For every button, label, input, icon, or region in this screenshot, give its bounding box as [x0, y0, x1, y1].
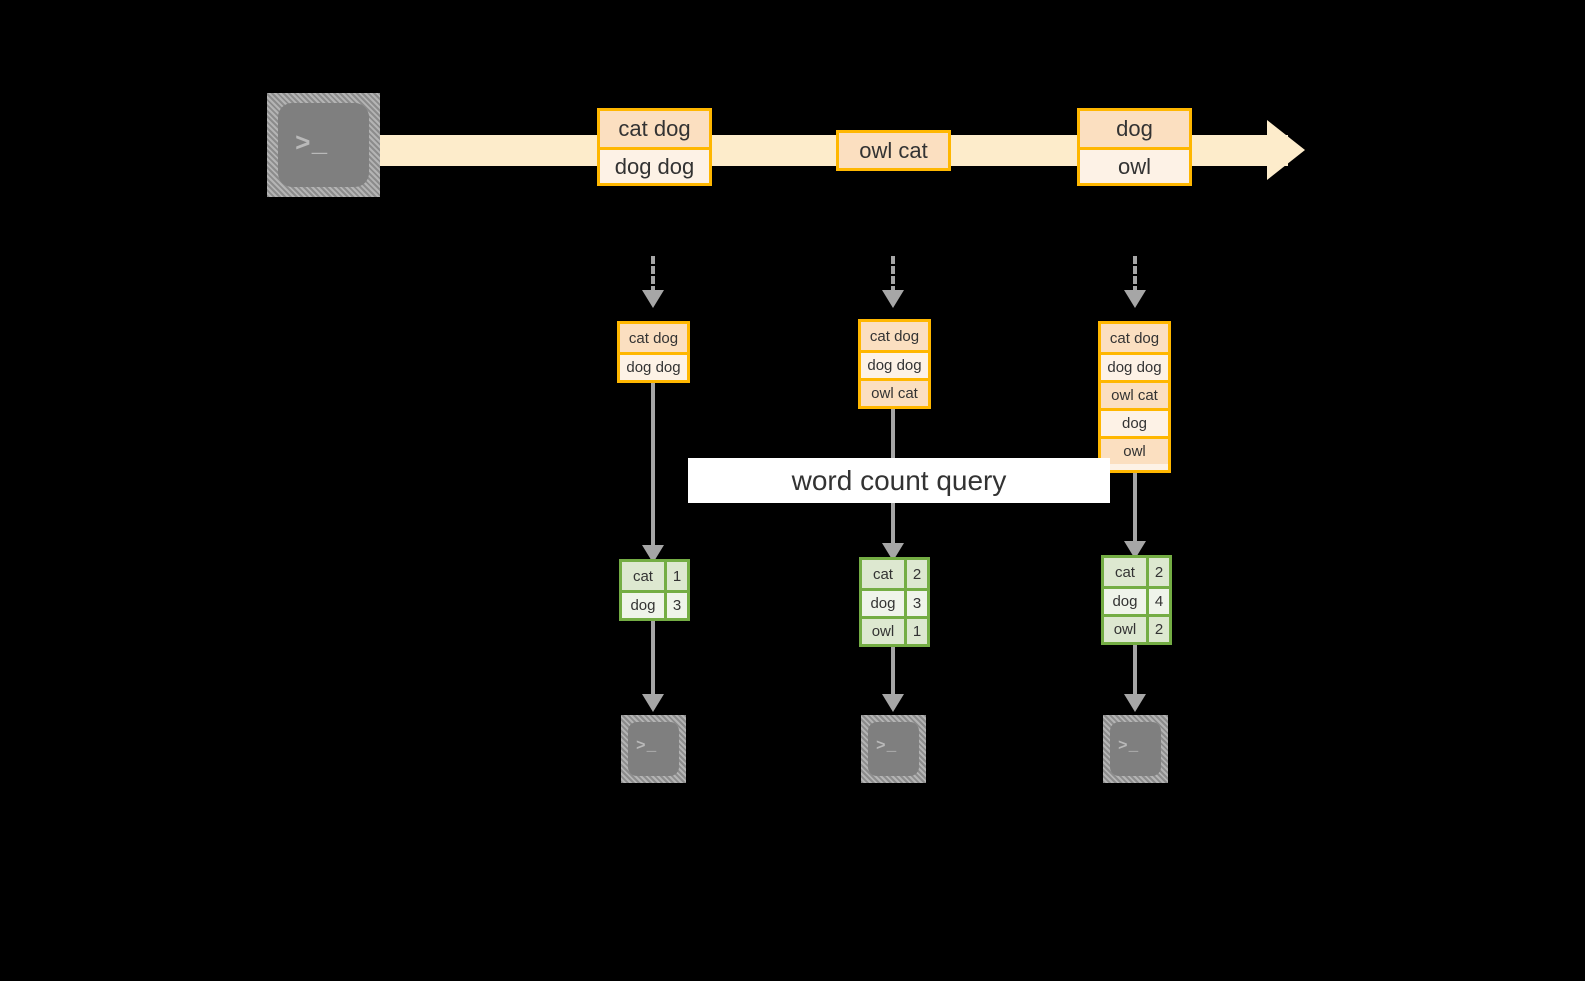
word-cell: owl	[862, 619, 904, 644]
word-counts-stage-3[interactable]: cat 2 dog 4 owl 2	[1101, 555, 1172, 645]
stream-to-state-connector	[651, 256, 655, 294]
count-cell: 2	[1145, 617, 1169, 642]
stream-record-line: dog	[1080, 111, 1189, 147]
stream-to-state-connector	[1133, 256, 1137, 294]
terminal-prompt-icon: >_	[1118, 737, 1140, 755]
stream-record-line: cat dog	[600, 111, 709, 147]
word-cell: dog	[862, 591, 904, 616]
accumulated-record-line: dog	[1101, 408, 1168, 436]
counts-to-sink-connector	[891, 647, 895, 699]
word-cell: dog	[622, 593, 664, 618]
word-cell: dog	[1104, 589, 1146, 614]
stream-to-state-arrowhead	[882, 290, 904, 308]
sink-terminal-stage-1[interactable]: >_	[621, 715, 686, 783]
word-count-row: dog 3	[622, 590, 687, 618]
word-count-row: dog 3	[862, 588, 927, 616]
stream-record-line: dog dog	[600, 147, 709, 183]
stream-record-batch-2[interactable]: owl cat	[836, 130, 951, 171]
stream-to-state-connector	[891, 256, 895, 294]
word-counts-stage-2[interactable]: cat 2 dog 3 owl 1	[859, 557, 930, 647]
accumulated-record-line: cat dog	[1101, 324, 1168, 352]
word-count-row: cat 1	[622, 562, 687, 590]
word-cell: cat	[1104, 558, 1146, 586]
word-cell: cat	[622, 562, 664, 590]
sink-terminal-stage-2[interactable]: >_	[861, 715, 926, 783]
accumulated-records-stage-2[interactable]: cat dog dog dog owl cat	[858, 319, 931, 409]
terminal-prompt-icon: >_	[295, 129, 329, 159]
state-to-counts-connector	[651, 383, 655, 551]
state-to-counts-arrowhead	[882, 543, 904, 561]
accumulated-record-line: cat dog	[861, 322, 928, 350]
sink-terminal-stage-3[interactable]: >_	[1103, 715, 1168, 783]
word-count-row: cat 2	[862, 560, 927, 588]
accumulated-record-line: dog dog	[1101, 352, 1168, 380]
counts-to-sink-arrowhead	[882, 694, 904, 712]
counts-to-sink-arrowhead	[1124, 694, 1146, 712]
state-to-counts-arrowhead	[642, 545, 664, 563]
count-cell: 1	[663, 562, 687, 590]
word-counts-stage-1[interactable]: cat 1 dog 3	[619, 559, 690, 621]
accumulated-record-line: cat dog	[620, 324, 687, 352]
query-label: word count query	[688, 458, 1110, 503]
state-to-counts-connector	[1133, 473, 1137, 548]
stream-to-state-arrowhead	[1124, 290, 1146, 308]
source-terminal[interactable]: >_	[267, 93, 380, 197]
word-cell: owl	[1104, 617, 1146, 642]
terminal-screen	[278, 103, 369, 187]
stream-record-line: owl	[1080, 147, 1189, 183]
accumulated-record-line: owl cat	[861, 378, 928, 406]
counts-to-sink-connector	[1133, 645, 1137, 699]
count-cell: 3	[663, 593, 687, 618]
word-cell: cat	[862, 560, 904, 588]
accumulated-records-stage-1[interactable]: cat dog dog dog	[617, 321, 690, 383]
counts-to-sink-arrowhead	[642, 694, 664, 712]
accumulated-record-line: dog dog	[620, 352, 687, 380]
word-count-row: owl 2	[1104, 614, 1169, 642]
count-cell: 1	[903, 619, 927, 644]
count-cell: 2	[1145, 558, 1169, 586]
word-count-row: owl 1	[862, 616, 927, 644]
terminal-screen	[628, 722, 679, 776]
stream-record-batch-1[interactable]: cat dog dog dog	[597, 108, 712, 186]
accumulated-record-line: owl cat	[1101, 380, 1168, 408]
terminal-prompt-icon: >_	[876, 737, 898, 755]
word-count-row: dog 4	[1104, 586, 1169, 614]
terminal-screen	[1110, 722, 1161, 776]
accumulated-records-stage-3[interactable]: cat dog dog dog owl cat dog owl	[1098, 321, 1171, 473]
stream-record-line: owl cat	[839, 133, 948, 168]
count-cell: 2	[903, 560, 927, 588]
counts-to-sink-connector	[651, 621, 655, 699]
count-cell: 3	[903, 591, 927, 616]
count-cell: 4	[1145, 589, 1169, 614]
stream-record-batch-3[interactable]: dog owl	[1077, 108, 1192, 186]
stream-arrow-head	[1267, 120, 1305, 180]
terminal-prompt-icon: >_	[636, 737, 658, 755]
accumulated-record-line: owl	[1101, 436, 1168, 464]
state-to-counts-arrowhead	[1124, 541, 1146, 559]
stream-to-state-arrowhead	[642, 290, 664, 308]
terminal-screen	[868, 722, 919, 776]
accumulated-record-line: dog dog	[861, 350, 928, 378]
word-count-row: cat 2	[1104, 558, 1169, 586]
